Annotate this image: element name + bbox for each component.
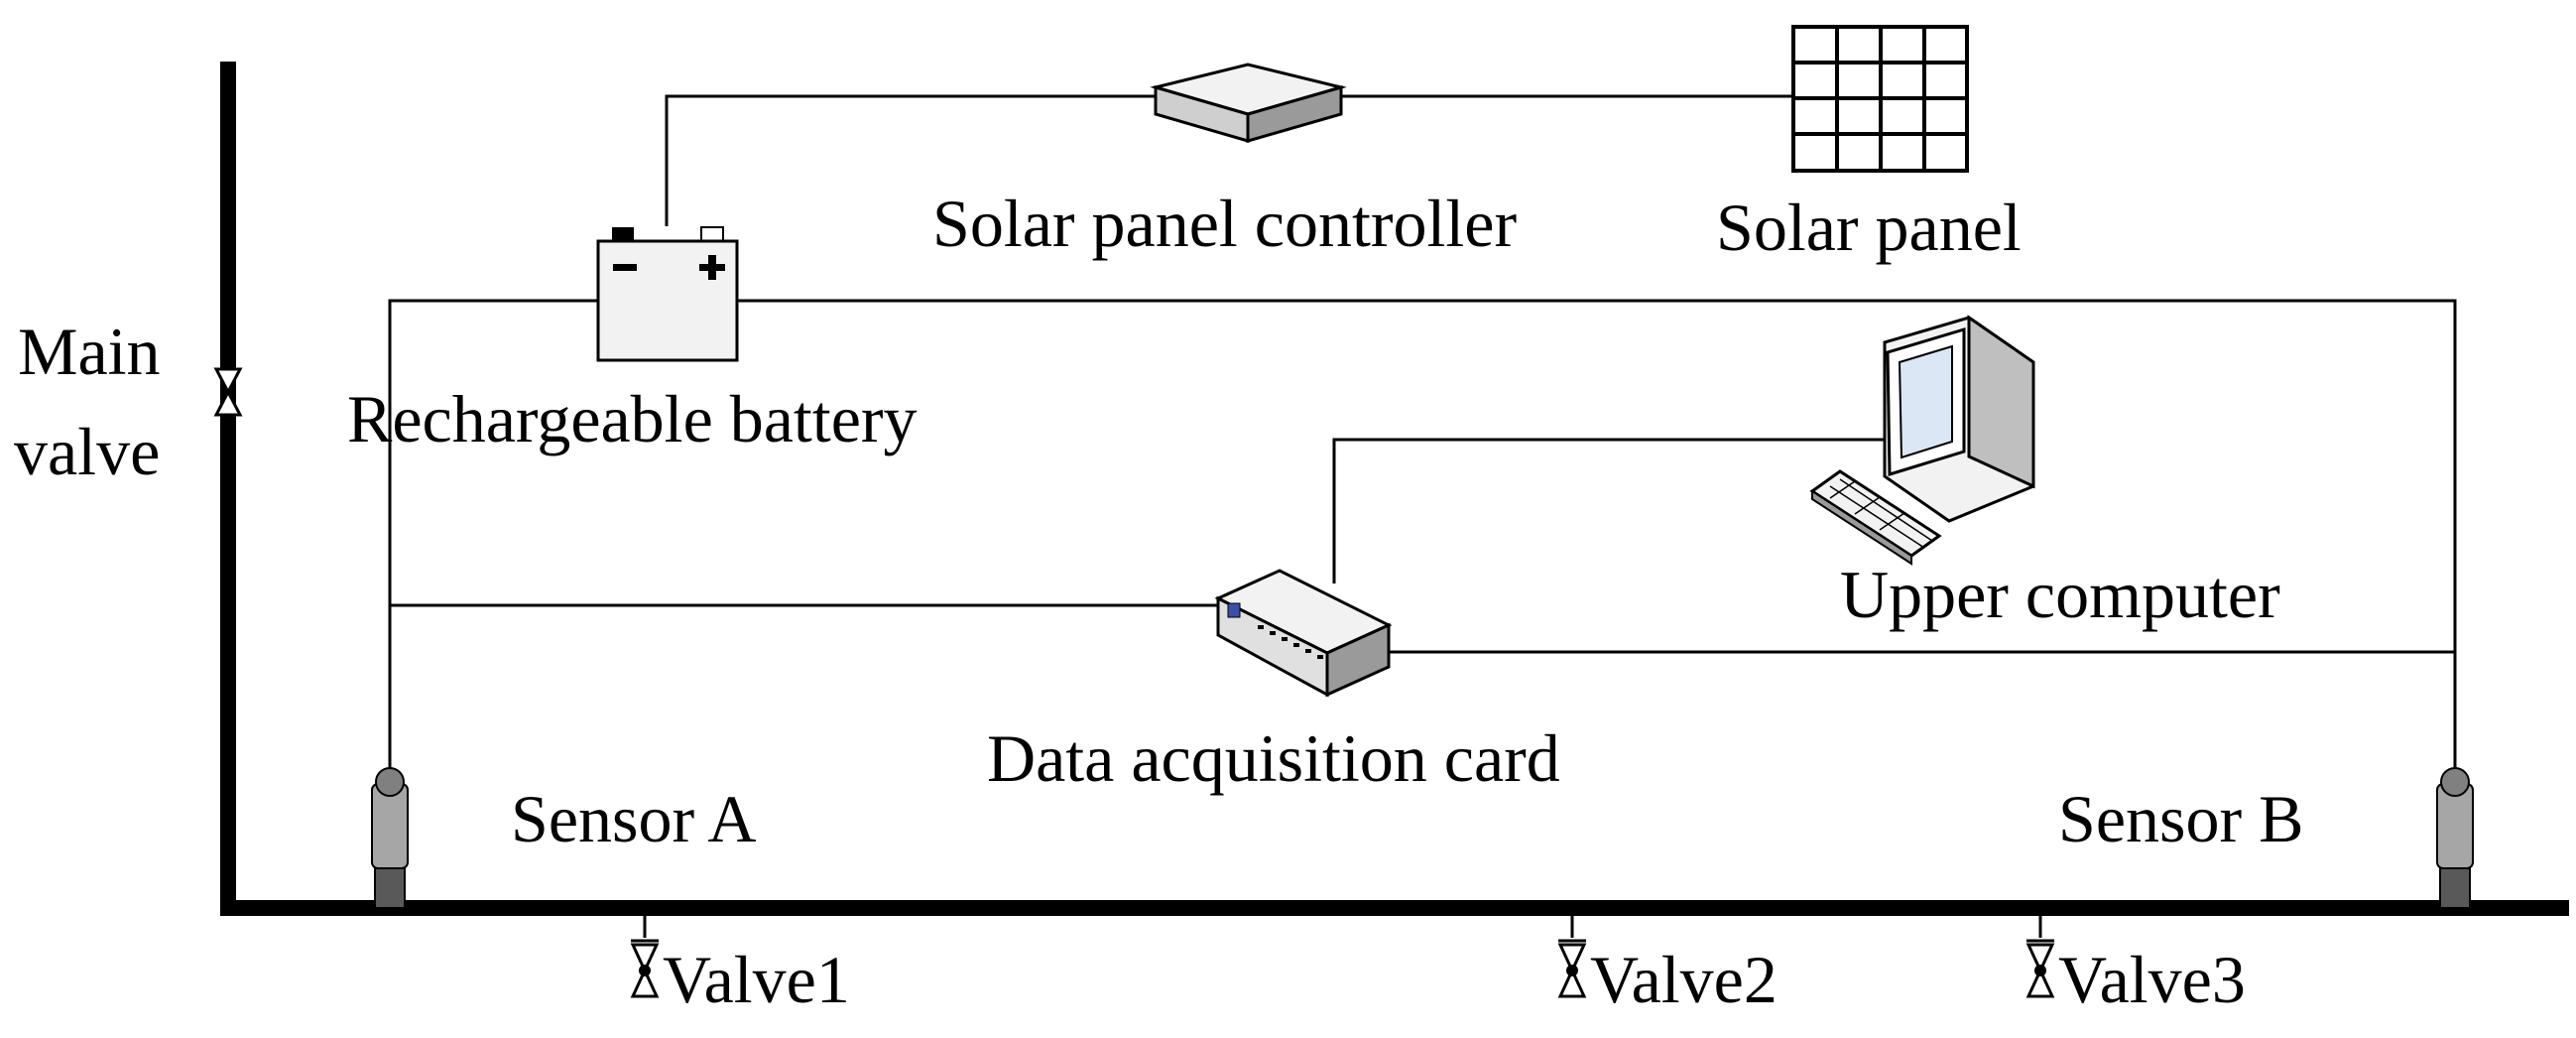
solar-panel-label: Solar panel xyxy=(1716,190,2022,265)
sensor-a-label: Sensor A xyxy=(511,781,756,856)
main-valve-icon xyxy=(213,367,243,417)
battery-controller-wire xyxy=(665,94,1156,226)
valve1-label: Valve1 xyxy=(663,942,850,1017)
power-wire-right xyxy=(736,299,2457,774)
battery-icon xyxy=(596,226,739,362)
valve2-icon xyxy=(1557,916,1587,998)
daq-card-icon xyxy=(1214,569,1393,698)
controller-label: Solar panel controller xyxy=(932,186,1517,261)
power-wire-left xyxy=(388,299,600,774)
solar-panel-icon xyxy=(1791,25,1969,173)
wiring xyxy=(388,94,2457,774)
valve3-icon xyxy=(2025,916,2055,998)
pipeline xyxy=(220,62,2569,916)
valve2-label: Valve2 xyxy=(1590,942,1778,1017)
main-valve-label-line1: Main xyxy=(18,314,161,389)
main-valve-label-line2: valve xyxy=(14,414,160,489)
daq-computer-wire xyxy=(1332,438,1885,584)
computer-icon xyxy=(1809,315,2035,566)
sensor-b-label: Sensor B xyxy=(2058,781,2303,856)
valve1-icon xyxy=(630,916,660,998)
upper-computer-label: Upper computer xyxy=(1840,557,2280,632)
controller-icon xyxy=(1150,63,1347,143)
daq-card-label: Data acquisition card xyxy=(987,720,1560,796)
sensor-b-icon xyxy=(2436,767,2474,909)
sensor-a-icon xyxy=(371,767,409,909)
battery-label: Rechargeable battery xyxy=(347,381,918,456)
valve3-label: Valve3 xyxy=(2058,942,2246,1017)
